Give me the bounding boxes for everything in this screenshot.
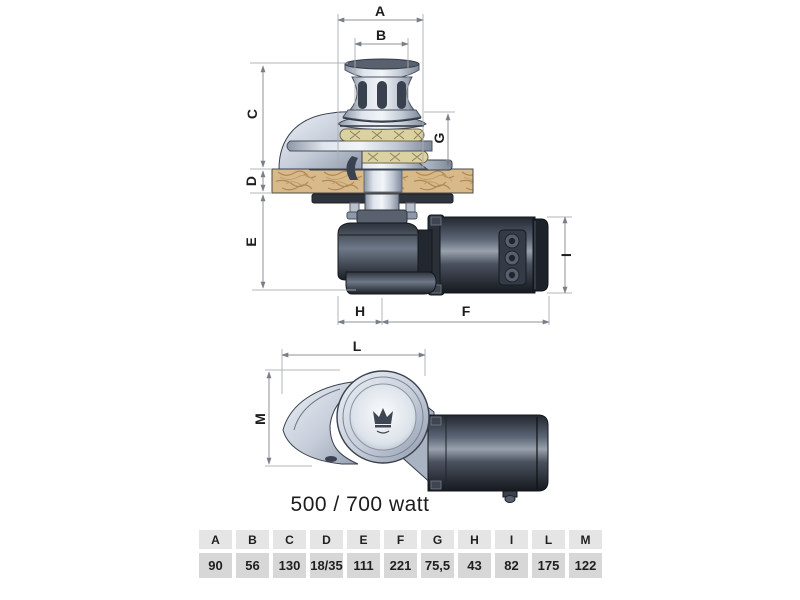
table-header-cell: D bbox=[310, 530, 343, 549]
top-view-dimension-lines bbox=[266, 352, 426, 465]
dim-label-H: H bbox=[355, 303, 365, 319]
table-value-cell: 56 bbox=[236, 553, 269, 578]
table-value-cell: 90 bbox=[199, 553, 232, 578]
shaft-collar bbox=[364, 193, 400, 213]
dim-label-G: G bbox=[431, 132, 447, 143]
stripper-arm bbox=[286, 140, 433, 152]
table-header-cell: I bbox=[495, 530, 528, 549]
gypsy-cover bbox=[336, 370, 430, 464]
shaft-collar-lower bbox=[356, 209, 408, 225]
motor-clip-bottom bbox=[430, 480, 442, 490]
table-value-cell: 175 bbox=[532, 553, 565, 578]
dim-label-C: C bbox=[244, 109, 260, 119]
dim-label-L: L bbox=[353, 338, 362, 354]
capstan-drum bbox=[342, 58, 422, 123]
motor bbox=[427, 214, 549, 296]
table-header-cell: M bbox=[569, 530, 602, 549]
table-value-cell: 18/35 bbox=[310, 553, 343, 578]
below-deck-assembly bbox=[311, 193, 549, 296]
dim-label-I: I bbox=[558, 253, 574, 257]
gearbox-bottom-cap bbox=[345, 271, 437, 295]
table-value-cell: 122 bbox=[569, 553, 602, 578]
through-deck-shaft bbox=[363, 169, 403, 193]
dim-label-E: E bbox=[243, 237, 259, 246]
technical-drawing: A B C D E G H F I bbox=[243, 3, 574, 503]
table-header-cell: E bbox=[347, 530, 380, 549]
motor-clip-top bbox=[430, 416, 442, 426]
table-value-cell: 130 bbox=[273, 553, 306, 578]
crown-logo-icon bbox=[373, 408, 393, 434]
table-header-cell: A bbox=[199, 530, 232, 549]
dim-label-B: B bbox=[376, 27, 386, 43]
gearbox bbox=[337, 222, 437, 295]
dim-label-D: D bbox=[243, 176, 259, 186]
chain-row-upper bbox=[339, 128, 425, 142]
table-header-cell: C bbox=[273, 530, 306, 549]
motor-end-cap bbox=[532, 218, 549, 292]
front-view-drawing: A B C D E G H F I bbox=[243, 3, 574, 325]
drum-top-disc bbox=[344, 58, 420, 70]
table-value-cell: 111 bbox=[347, 553, 380, 578]
dimension-lines bbox=[260, 17, 568, 325]
drum-ribs bbox=[358, 81, 406, 109]
deck bbox=[271, 168, 474, 194]
table-value-cell: 75,5 bbox=[421, 553, 454, 578]
table-header-cell: F bbox=[384, 530, 417, 549]
extension-lines bbox=[250, 14, 572, 325]
motor-top-view bbox=[427, 414, 549, 503]
table-value-cell: 43 bbox=[458, 553, 491, 578]
top-view-drawing: L M bbox=[252, 338, 549, 503]
drum-bottom-flange bbox=[342, 109, 422, 122]
table-value-cell: 221 bbox=[384, 553, 417, 578]
dim-label-F: F bbox=[462, 303, 471, 319]
table-value-cell: 82 bbox=[495, 553, 528, 578]
above-deck-assembly bbox=[278, 58, 453, 180]
breather-nipple bbox=[502, 490, 518, 503]
gearbox-neck bbox=[417, 229, 433, 273]
gearbox-body bbox=[337, 222, 419, 281]
table-header-cell: G bbox=[421, 530, 454, 549]
motor-clip-top bbox=[430, 216, 442, 226]
table-header-cell: L bbox=[532, 530, 565, 549]
top-view-dim-labels: L M bbox=[252, 338, 362, 425]
table-header-cell: B bbox=[236, 530, 269, 549]
power-rating-label: 500 / 700 watt bbox=[290, 493, 430, 516]
terminal-bolts bbox=[504, 233, 520, 283]
dim-label-A: A bbox=[375, 3, 385, 19]
dim-label-M: M bbox=[252, 413, 268, 425]
arm-notch bbox=[325, 456, 337, 462]
table-header-cell: H bbox=[458, 530, 491, 549]
chain-arm-detail-line bbox=[293, 388, 341, 431]
chain-arm-cover bbox=[282, 378, 369, 465]
front-view-dim-labels: A B C D E G H F I bbox=[243, 3, 574, 319]
stripper-hook bbox=[346, 156, 358, 180]
dimensions-table: A B C D E F G H I L M 90 56 130 18/35 11… bbox=[199, 530, 602, 578]
